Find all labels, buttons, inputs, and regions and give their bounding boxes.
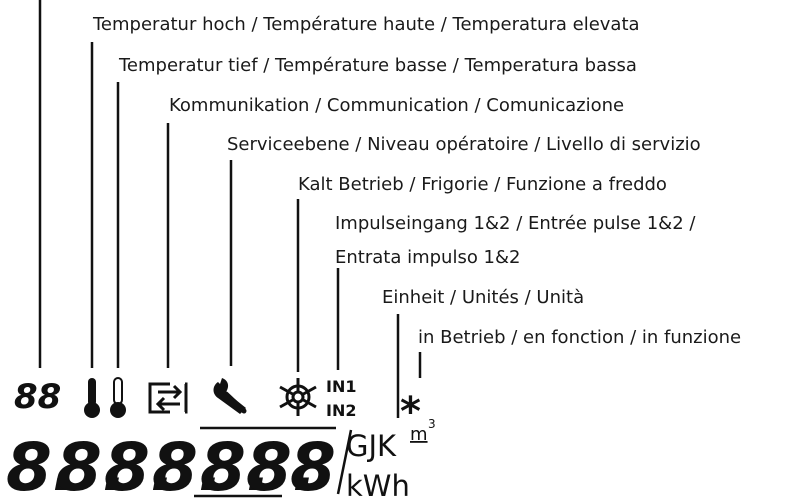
operation-star-icon: * <box>400 389 421 435</box>
label-in-operation: in Betrieb / en fonction / in funzione <box>418 327 741 348</box>
label-cooling: Kalt Betrieb / Frigorie / Funzione a fre… <box>298 174 667 195</box>
unit-bottom: kWh <box>346 469 410 502</box>
unit-m3-superscript: 3 <box>428 417 436 431</box>
label-temp-low: Temperatur tief / Température basse / Te… <box>118 55 637 76</box>
main-digit-7: 8 <box>290 429 336 502</box>
main-digits: 8. 8. 8. 8. 8. 8. 8 <box>6 429 336 502</box>
label-pulse-input-2: Entrata impulso 1&2 <box>335 247 521 268</box>
thermometer-high-icon <box>84 378 100 418</box>
main-digit-1: 8. <box>6 429 77 502</box>
small-digits-88: 88 <box>14 377 61 417</box>
label-pulse-input-1: Impulseingang 1&2 / Entrée pulse 1&2 / <box>335 213 696 234</box>
unit-top: GJK <box>346 429 397 463</box>
main-digit-5: 8. <box>200 429 271 502</box>
unit-m3: m <box>410 424 428 445</box>
thermometer-low-icon <box>110 377 126 418</box>
main-digit-6: 8. <box>246 429 317 502</box>
main-digit-2: 8. <box>56 429 127 502</box>
unit-divider <box>336 429 353 495</box>
in2-indicator: IN2 <box>326 401 356 420</box>
main-digit-4: 8. <box>152 429 223 502</box>
label-communication: Kommunikation / Communication / Comunica… <box>169 95 624 116</box>
wrench-icon <box>213 378 247 414</box>
in1-indicator: IN1 <box>326 377 356 396</box>
label-temp-high: Temperatur hoch / Température haute / Te… <box>92 14 640 35</box>
label-service-level: Serviceebene / Niveau opératoire / Livel… <box>227 134 701 155</box>
label-units: Einheit / Unités / Unità <box>382 287 584 308</box>
snowflake-icon <box>279 378 317 416</box>
main-digit-3: 8. <box>104 429 175 502</box>
communication-icon <box>148 382 188 414</box>
